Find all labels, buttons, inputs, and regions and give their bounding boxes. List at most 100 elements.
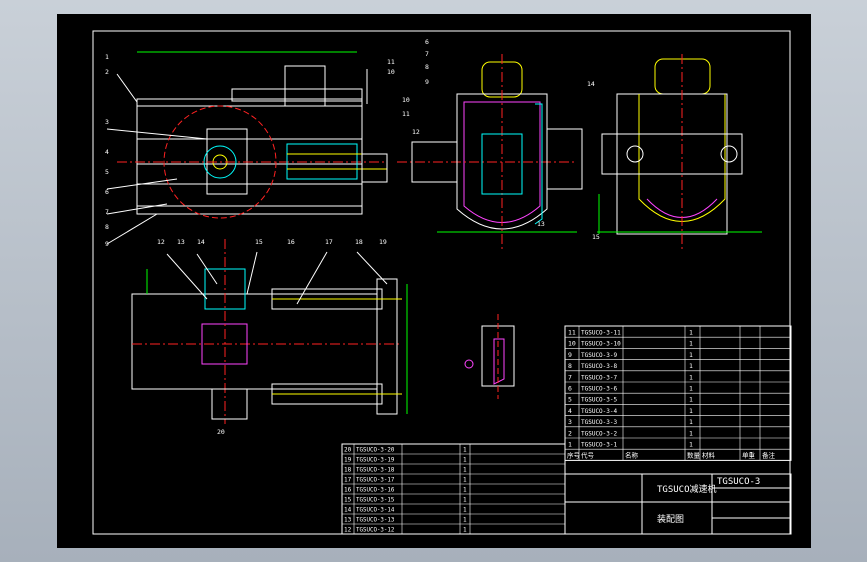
part-callout: 10 (387, 68, 395, 76)
part-callout: 8 (425, 63, 429, 71)
bom-row-number: 19 (344, 457, 352, 464)
bom-row-qty: 1 (689, 418, 693, 426)
part-callout: 9 (425, 78, 429, 86)
bom-row-qty: 1 (689, 441, 693, 449)
bom-row-qty: 1 (689, 340, 693, 348)
part-callout: 14 (197, 238, 205, 246)
bom-header-cell: 备注 (762, 451, 776, 460)
bom-row-code: TGSUCO-3-2 (581, 430, 618, 437)
bom-row-qty: 1 (689, 385, 693, 393)
bom-row-number: 16 (344, 487, 352, 494)
bom-row-code: TGSUCO-3-6 (581, 386, 618, 393)
bom-row-number: 5 (568, 396, 572, 404)
bom-row-code: TGSUCO-3-12 (356, 528, 394, 534)
section-view (131, 239, 408, 424)
bom-row-code: TGSUCO-3-14 (356, 508, 395, 514)
bom-row-qty: 1 (463, 527, 467, 534)
bom-row-qty: 1 (689, 329, 693, 337)
bom-row-code: TGSUCO-3-8 (581, 363, 618, 370)
bom-row-code: TGSUCO-3-3 (581, 419, 618, 426)
bom-row-code: TGSUCO-3-13 (356, 518, 395, 524)
part-callout: 13 (177, 238, 185, 246)
bom-row-number: 4 (568, 407, 572, 415)
part-callout: 17 (325, 238, 333, 246)
bom-row-number: 10 (568, 340, 576, 348)
bom-row-qty: 1 (463, 467, 467, 474)
bom-row-qty: 1 (463, 517, 467, 524)
bom-row-number: 12 (344, 527, 352, 534)
bom-row-qty: 1 (463, 497, 467, 504)
part-callout: 12 (157, 238, 165, 246)
part-callout: 14 (587, 80, 595, 88)
detail-view (464, 314, 515, 399)
part-callout: 5 (105, 168, 109, 176)
bom-row-code: TGSUCO-3-20 (356, 448, 395, 454)
front-view (106, 51, 388, 245)
bom-row-qty: 1 (689, 351, 693, 359)
bom-row-code: TGSUCO-3-10 (581, 341, 621, 348)
title-drawing-type: 装配图 (657, 513, 684, 525)
bom-row-number: 6 (568, 385, 572, 393)
part-callout: 18 (355, 238, 363, 246)
bom-row-code: TGSUCO-3-4 (581, 408, 618, 415)
bom-row-number: 9 (568, 351, 572, 359)
bom-row-code: TGSUCO-3-19 (356, 458, 395, 464)
bom-row-number: 2 (568, 429, 572, 437)
bom-row-code: TGSUCO-3-1 (581, 442, 618, 449)
part-callout: 16 (287, 238, 295, 246)
bom-row-qty: 1 (689, 362, 693, 370)
bom-row-number: 7 (568, 373, 572, 381)
part-callout: 8 (105, 223, 109, 231)
bom-row-code: TGSUCO-3-7 (581, 374, 618, 381)
bom-row-qty: 1 (463, 507, 467, 514)
bom-row-number: 8 (568, 362, 572, 370)
part-callout: 12 (412, 128, 420, 136)
side-view (397, 54, 583, 249)
bom-row-qty: 1 (463, 487, 467, 494)
bom-row-qty: 1 (463, 477, 467, 484)
bom-row-code: TGSUCO-3-15 (356, 498, 395, 504)
part-callout: 15 (255, 238, 263, 246)
part-callout: 11 (387, 58, 395, 66)
bom-row-number: 1 (568, 441, 572, 449)
bom-row-code: TGSUCO-3-5 (581, 397, 618, 404)
part-callout: 11 (402, 110, 410, 118)
bom-row-qty: 1 (463, 457, 467, 464)
bom-header-cell: 数量 (687, 451, 701, 460)
bom-row-number: 13 (344, 517, 352, 524)
part-callout: 15 (592, 233, 600, 241)
bom-row-number: 18 (344, 467, 352, 474)
part-callout: 20 (217, 428, 225, 436)
bom-header-cell: 序号 (567, 451, 581, 460)
bom-row-code: TGSUCO-3-16 (356, 488, 395, 494)
part-callout: 7 (105, 208, 109, 216)
bom-row-number: 11 (568, 329, 576, 337)
bom-row-qty: 1 (689, 396, 693, 404)
bom-row-qty: 1 (689, 429, 693, 437)
bom-row-number: 3 (568, 418, 572, 426)
bom-row-code: TGSUCO-3-17 (356, 478, 395, 484)
part-callout: 2 (105, 68, 109, 76)
bom-row-code: TGSUCO-3-18 (356, 468, 395, 474)
title-drawing-number: TGSUCO-3 (717, 477, 760, 487)
part-callout: 6 (105, 188, 109, 196)
bom-row-number: 17 (344, 477, 352, 484)
bom-row-qty: 1 (463, 447, 467, 454)
part-callout: 9 (105, 240, 109, 248)
part-callout: 13 (537, 220, 545, 228)
bom-row-number: 14 (344, 507, 352, 514)
bom-row-qty: 1 (689, 407, 693, 415)
part-callout: 4 (105, 148, 109, 156)
part-callout: 1 (105, 53, 109, 61)
part-callout: 10 (402, 96, 410, 104)
bom-row-number: 20 (344, 447, 352, 454)
bom-header-cell: 代号 (581, 451, 595, 460)
end-view (597, 54, 762, 249)
part-callout: 7 (425, 50, 429, 58)
part-callout: 3 (105, 118, 109, 126)
bom-header-cell: 名称 (625, 451, 639, 460)
